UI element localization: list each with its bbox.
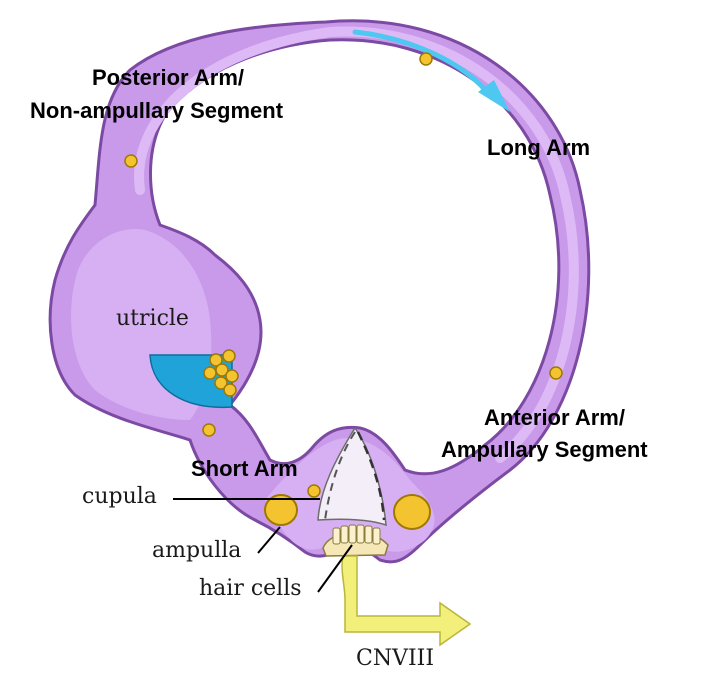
anterior-arm-label-line2: Ampullary Segment	[441, 437, 648, 462]
posterior-arm-label-line2: Non-ampullary Segment	[30, 98, 284, 123]
cupula-deflection-right	[356, 431, 386, 521]
cn-viii-label: CNVIII	[356, 646, 435, 671]
ampulla-label: ampulla	[152, 538, 242, 563]
canal-inner-space	[149, 38, 561, 476]
cupula-deflection-left	[324, 431, 356, 521]
posterior-arm-label-line1: Posterior Arm/	[92, 65, 245, 90]
cupula-label: cupula	[82, 484, 157, 509]
short-arm-label: Short Arm	[191, 456, 298, 481]
otolith-left	[264, 494, 298, 526]
ampulla-leader-line	[257, 526, 281, 554]
cn-viii-nerve-arrow	[341, 555, 472, 647]
otolith-right	[393, 494, 431, 530]
endolymph-flow-arrowhead	[478, 80, 510, 112]
endolymph-flow-arrow	[352, 29, 495, 101]
hair-cells-leader-line	[317, 544, 353, 593]
hair-cells	[322, 524, 389, 557]
canal-lumen	[134, 26, 579, 463]
anterior-arm-label-line1: Anterior Arm/	[484, 405, 625, 430]
long-arm-label: Long Arm	[487, 135, 591, 160]
hair-cells-label: hair cells	[199, 576, 302, 601]
otoconia-cluster	[203, 349, 239, 397]
utricle-label: utricle	[116, 306, 189, 331]
